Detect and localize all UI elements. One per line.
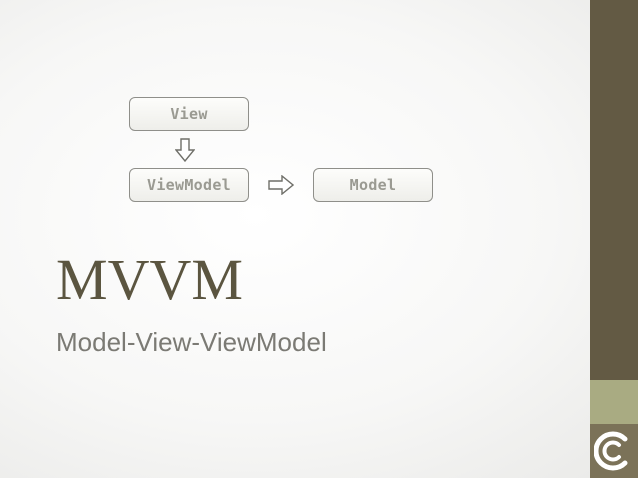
outline-right-arrow-icon — [268, 175, 294, 195]
outline-down-arrow-icon — [175, 138, 195, 162]
side-band-dark — [590, 0, 638, 380]
slide-subtitle: Model-View-ViewModel — [56, 327, 327, 357]
side-decoration-panel — [590, 0, 638, 478]
c-logo-icon — [594, 431, 628, 471]
model-node: Model — [313, 168, 433, 202]
model-node-label: Model — [349, 176, 397, 194]
viewmodel-node-label: ViewModel — [147, 176, 231, 194]
slide-content: View ViewModel Model MVVM Model-View-Vie… — [56, 97, 433, 357]
slide-title: MVVM — [56, 247, 243, 312]
side-band-light — [590, 380, 638, 424]
view-node: View — [129, 97, 249, 131]
viewmodel-node: ViewModel — [129, 168, 249, 202]
view-node-label: View — [170, 105, 208, 123]
